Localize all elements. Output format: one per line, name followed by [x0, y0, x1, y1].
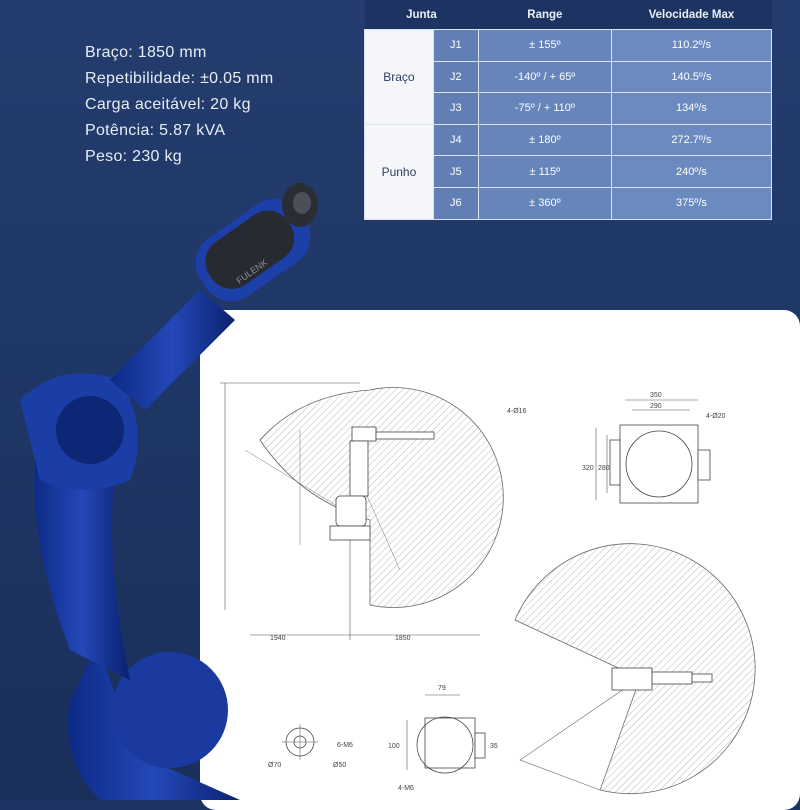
holes-label: 4-Ø16: [507, 408, 527, 415]
flange-detail: Ø70 Ø50 6-M6: [268, 724, 353, 769]
dim-label: 79: [438, 685, 446, 692]
speed-cell: 134º/s: [610, 92, 773, 125]
spec-arm: Braço: 1850 mm: [85, 44, 207, 61]
header-range: Range: [478, 0, 612, 30]
joint-cell: J6: [432, 186, 479, 220]
spec-weight: Peso: 230 kg: [85, 148, 182, 165]
table-row: J2 -140º / + 65º 140.5º/s: [365, 60, 773, 94]
table-row: J6 ± 360º 375º/s: [365, 186, 773, 220]
speed-cell: 375º/s: [610, 186, 773, 220]
dim-label: Ø50: [333, 762, 346, 769]
dim-label: 35: [490, 743, 498, 750]
header-speed: Velocidade Max: [611, 0, 772, 30]
holes-label: 6-M6: [337, 742, 353, 749]
table-row: J3 -75º / + 110º 134º/s: [365, 92, 773, 125]
spec-list: Braço: 1850 mm Repetibilidade: ±0.05 mm …: [85, 40, 274, 170]
robot-arm-illustration: FULENK: [20, 183, 318, 800]
joint-cell: J5: [432, 155, 479, 188]
dim-label: 1850: [395, 635, 411, 642]
range-cell: ± 155º: [477, 29, 612, 62]
range-cell: ± 360º: [477, 186, 612, 220]
side-view-drawing: 1940 1850: [220, 382, 504, 642]
speed-cell: 140.5º/s: [610, 60, 773, 94]
dim-label: 280: [598, 465, 610, 472]
wrist-detail: 79 100 35 4-M6: [388, 685, 498, 792]
spec-repeatability: Repetibilidade: ±0.05 mm: [85, 70, 274, 87]
dim-label: 100: [388, 743, 400, 750]
top-view-drawing: [514, 543, 756, 795]
range-cell: -75º / + 110º: [477, 92, 612, 125]
table-row: Braço J1 ± 155º 110.2º/s: [364, 29, 773, 125]
spec-payload: Carga aceitável: 20 kg: [85, 96, 251, 113]
joint-cell: J2: [432, 60, 479, 94]
dim-label: 1940: [270, 635, 286, 642]
dim-label: 320: [582, 465, 594, 472]
dim-label: 290: [650, 403, 662, 410]
joint-cell: J3: [432, 92, 479, 125]
table-row: J5 ± 115º 240º/s: [365, 155, 773, 188]
dim-label: 350: [650, 392, 662, 399]
base-top-view: 350 290 320 280 4-Ø16 4-Ø20: [507, 392, 726, 504]
dim-label: Ø70: [268, 762, 281, 769]
range-cell: ± 115º: [477, 155, 612, 188]
joint-cell: J4: [432, 123, 479, 157]
joint-table: Junta Range Velocidade Max Braço J1 ± 15…: [364, 0, 773, 220]
holes-label: 4-Ø20: [706, 413, 726, 420]
spec-power: Potência: 5.87 kVA: [85, 122, 226, 139]
group-wrist: Punho: [364, 123, 434, 220]
speed-cell: 240º/s: [610, 155, 773, 188]
range-cell: -140º / + 65º: [477, 60, 612, 94]
header-joint: Junta: [364, 0, 479, 30]
table-header: Junta Range Velocidade Max: [364, 0, 772, 30]
range-cell: ± 180º: [477, 123, 612, 157]
holes-label: 4-M6: [398, 785, 414, 792]
speed-cell: 110.2º/s: [610, 29, 773, 62]
